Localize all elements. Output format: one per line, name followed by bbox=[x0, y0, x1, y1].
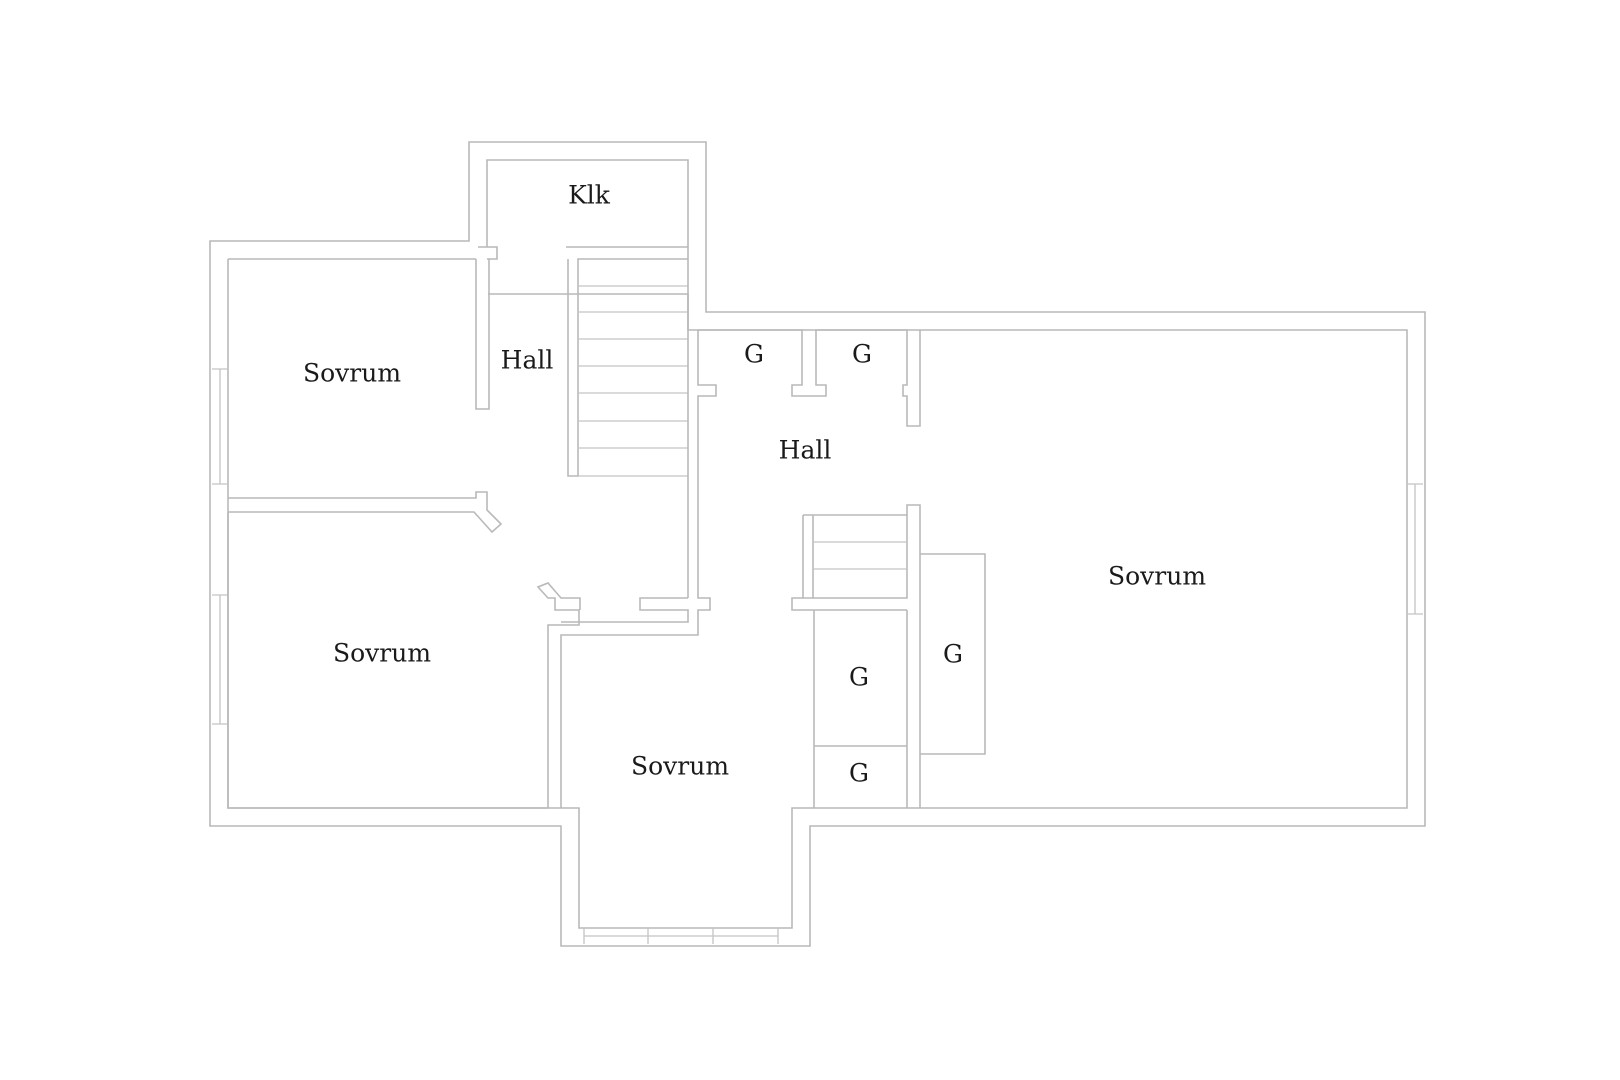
room-label-closet-g5: G bbox=[943, 640, 963, 669]
staircase-upper-steps bbox=[578, 285, 688, 477]
stair-side-wall bbox=[906, 504, 921, 808]
center-bottom-ledge bbox=[561, 597, 689, 623]
bedroom-divider-wall bbox=[228, 491, 503, 534]
room-label-closet-g4: G bbox=[849, 759, 869, 788]
kitchenette-jamb bbox=[478, 246, 498, 260]
room-label-closet-g2: G bbox=[852, 340, 872, 369]
room-label-closet-g3: G bbox=[849, 663, 869, 692]
closet-g5-walls bbox=[920, 553, 986, 755]
room-label-sovrum-bottom-center: Sovrum bbox=[631, 752, 729, 781]
room-label-hall-left: Hall bbox=[501, 346, 554, 375]
inner-wall-outline bbox=[227, 259, 1408, 929]
room-label-sovrum-bottom-left: Sovrum bbox=[333, 639, 431, 668]
window-left-top bbox=[212, 368, 228, 485]
staircase-lower-steps bbox=[813, 541, 907, 570]
staircase-upper bbox=[566, 246, 689, 477]
room-label-klk: Klk bbox=[568, 181, 611, 210]
bedroom-bottom-left-wall bbox=[227, 512, 548, 809]
room-label-sovrum-right: Sovrum bbox=[1108, 562, 1206, 591]
closet-g1-walls bbox=[698, 329, 921, 427]
closet-lower-walls bbox=[813, 610, 908, 808]
hall-left-wall bbox=[475, 259, 490, 410]
room-label-closet-g1: G bbox=[744, 340, 764, 369]
room-label-sovrum-top-left: Sovrum bbox=[303, 359, 401, 388]
window-bottom bbox=[583, 928, 779, 944]
window-left-bottom bbox=[212, 594, 228, 725]
room-label-hall-center: Hall bbox=[779, 436, 832, 465]
center-vertical-wall bbox=[536, 259, 717, 808]
staircase-lower bbox=[791, 514, 908, 611]
kitchenette-walls bbox=[486, 159, 689, 247]
outer-wall-outline bbox=[209, 141, 1426, 947]
window-right bbox=[1407, 483, 1423, 615]
